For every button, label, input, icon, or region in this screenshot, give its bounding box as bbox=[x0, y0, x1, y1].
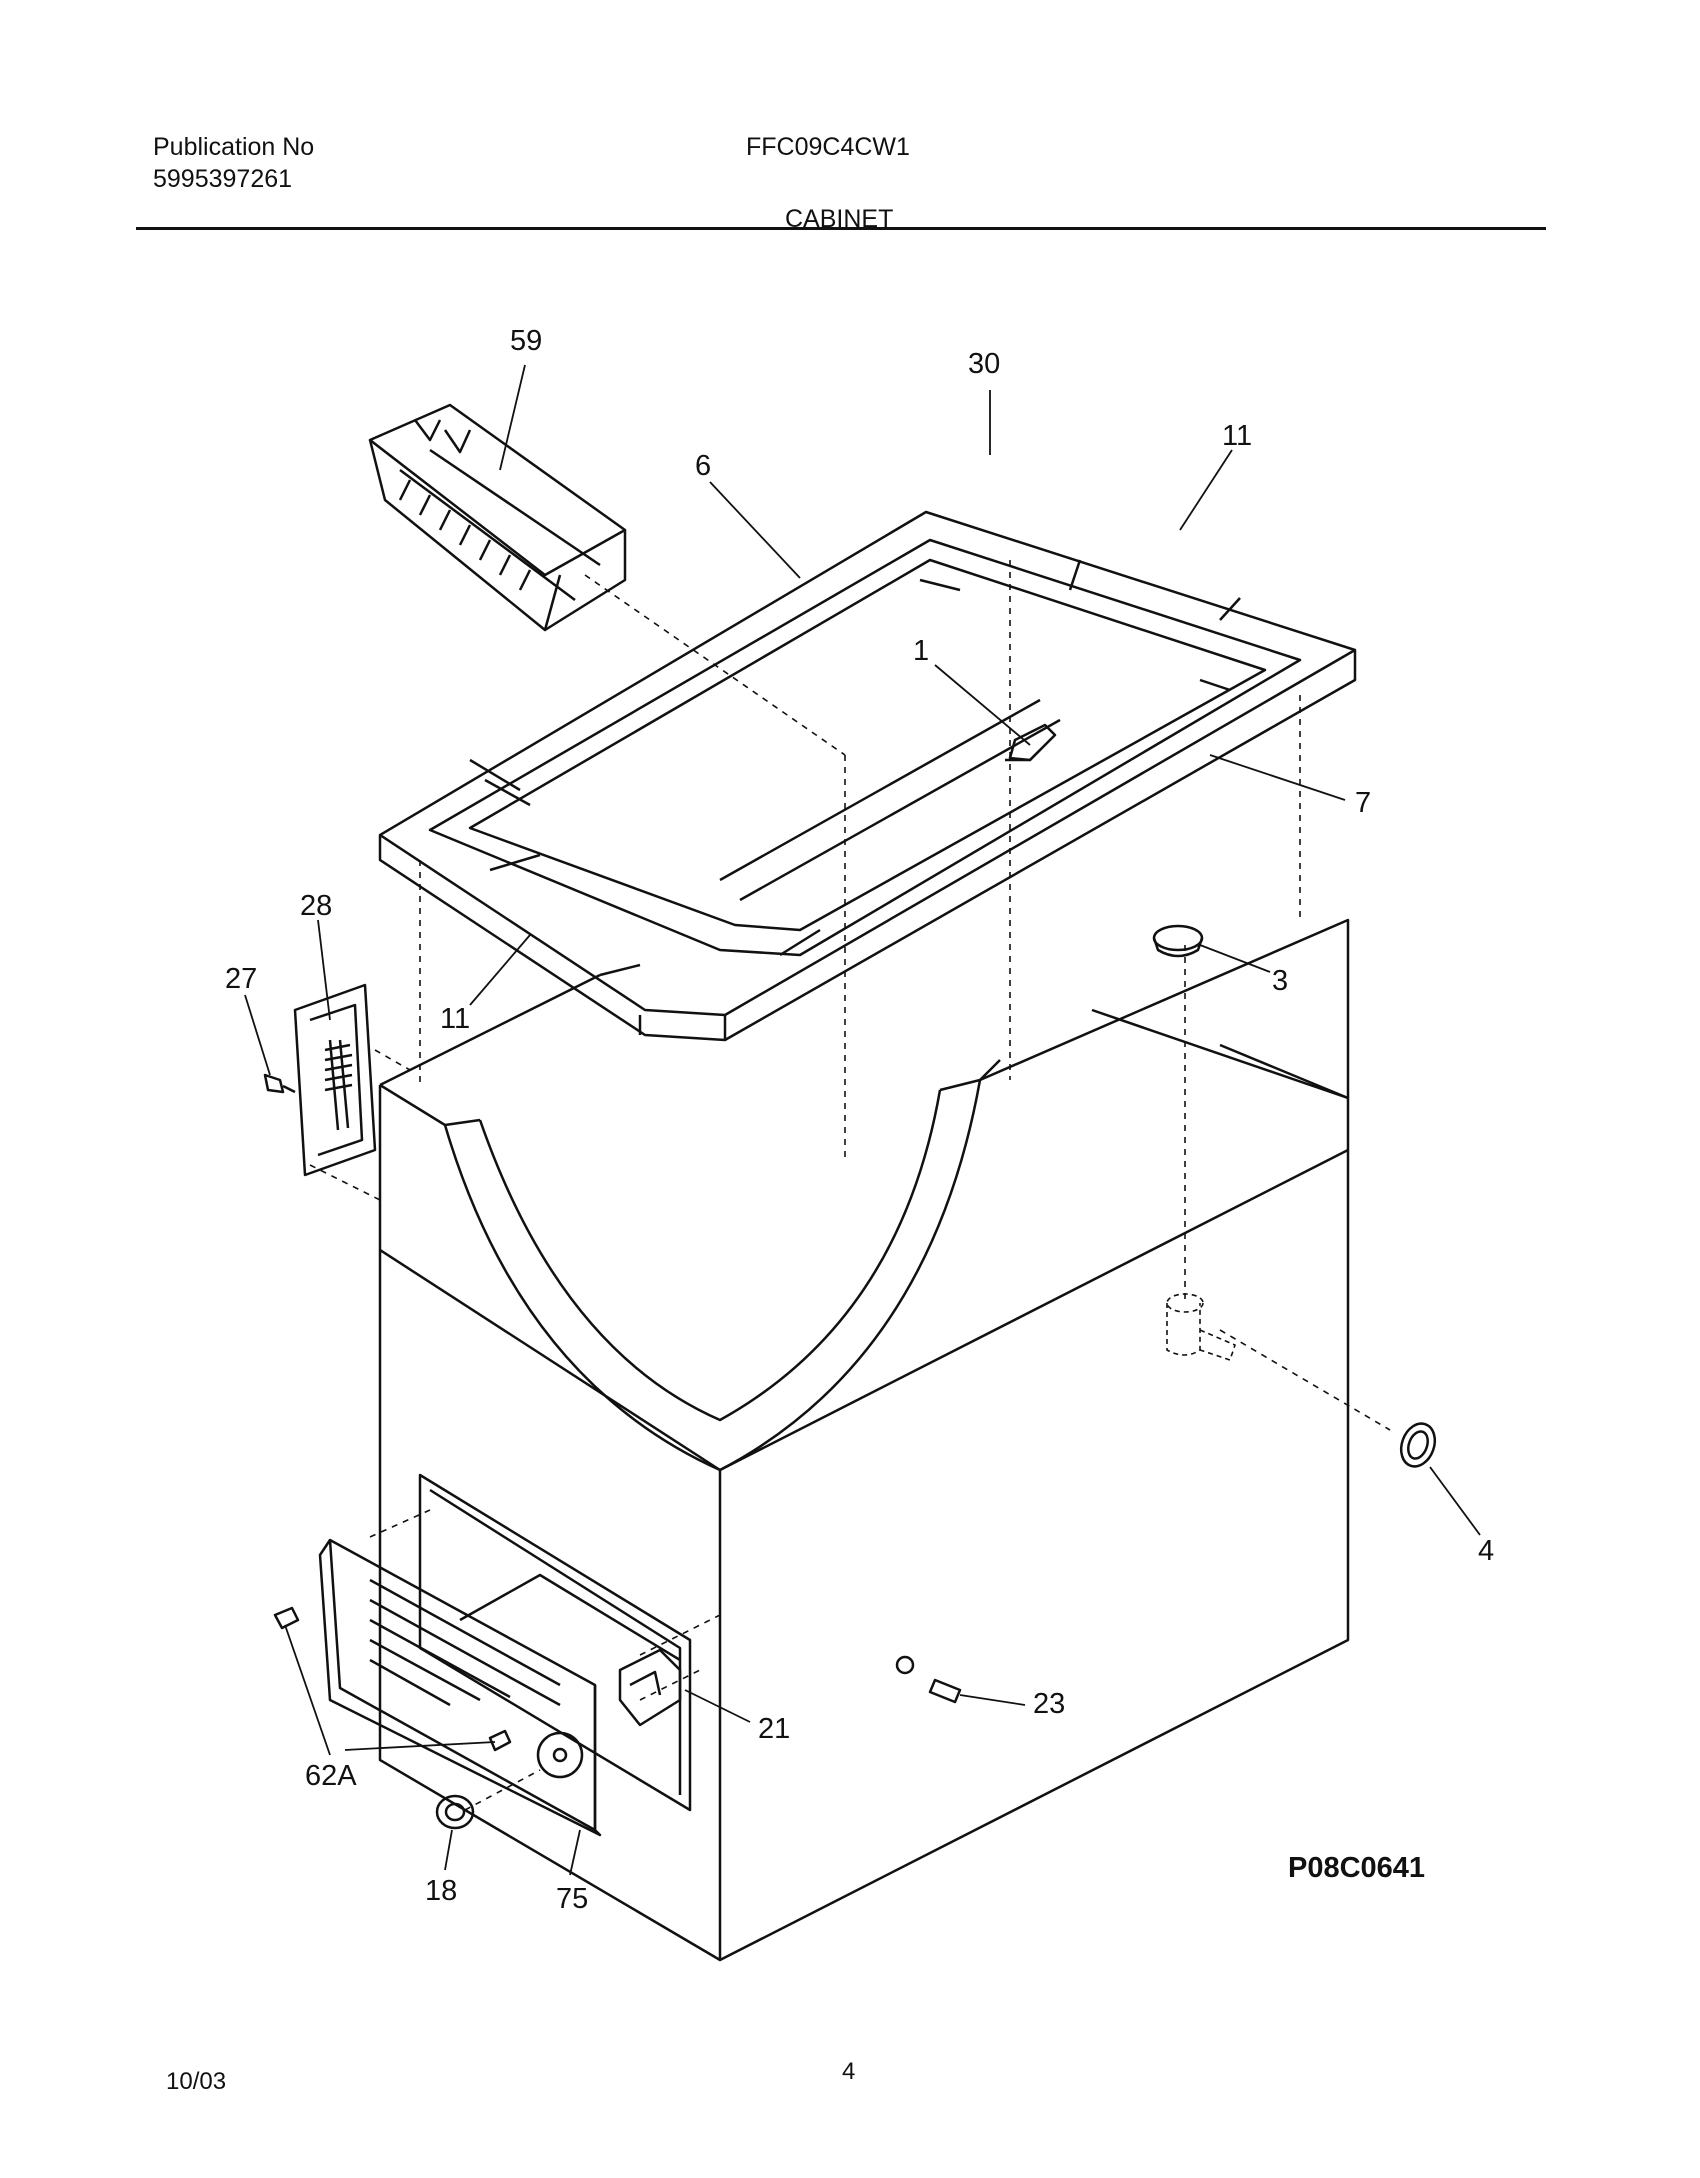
callout-62A: 62A bbox=[305, 1760, 357, 1792]
storage-basket bbox=[368, 403, 627, 632]
callout-11-top: 11 bbox=[1222, 420, 1252, 452]
relay-bracket bbox=[618, 1648, 682, 1727]
callout-21: 21 bbox=[758, 1713, 790, 1745]
header-rule bbox=[136, 227, 1546, 230]
callout-6: 6 bbox=[695, 450, 711, 482]
lid-handle bbox=[1005, 723, 1057, 762]
drain-cap bbox=[1399, 1422, 1437, 1468]
leveling-screw bbox=[895, 1655, 962, 1704]
callout-28: 28 bbox=[300, 890, 332, 922]
callout-labels: 59 30 11 6 1 7 28 27 11 3 4 23 21 62A 18… bbox=[225, 325, 1494, 1915]
cabinet-body bbox=[378, 918, 1350, 1962]
lid-frame bbox=[378, 510, 1357, 1042]
footer-date: 10/03 bbox=[166, 2068, 227, 2095]
drain-tube bbox=[1166, 1293, 1236, 1361]
grille-screws bbox=[273, 1606, 512, 1752]
callout-3: 3 bbox=[1272, 965, 1288, 997]
callout-59: 59 bbox=[510, 325, 542, 357]
callout-4: 4 bbox=[1478, 1535, 1494, 1567]
drain-plug-top bbox=[1152, 924, 1204, 958]
grille-plug bbox=[435, 1794, 475, 1830]
publication-label: Publication No bbox=[153, 133, 315, 161]
callout-27: 27 bbox=[225, 963, 257, 995]
callout-23: 23 bbox=[1033, 1688, 1065, 1720]
hinge-screw bbox=[263, 1073, 296, 1094]
callout-1: 1 bbox=[913, 635, 929, 667]
callout-30: 30 bbox=[968, 348, 1000, 380]
lid-hinge bbox=[293, 983, 377, 1177]
callout-11-left: 11 bbox=[440, 1003, 470, 1035]
publication-number: 5995397261 bbox=[153, 165, 293, 193]
model-number: FFC09C4CW1 bbox=[746, 133, 910, 161]
access-grille bbox=[318, 1538, 602, 1837]
figure-code: P08C0641 bbox=[1288, 1852, 1426, 1884]
page-number: 4 bbox=[842, 2058, 856, 2085]
callout-75: 75 bbox=[556, 1883, 588, 1915]
callout-18: 18 bbox=[425, 1875, 457, 1907]
callout-7: 7 bbox=[1355, 787, 1371, 819]
